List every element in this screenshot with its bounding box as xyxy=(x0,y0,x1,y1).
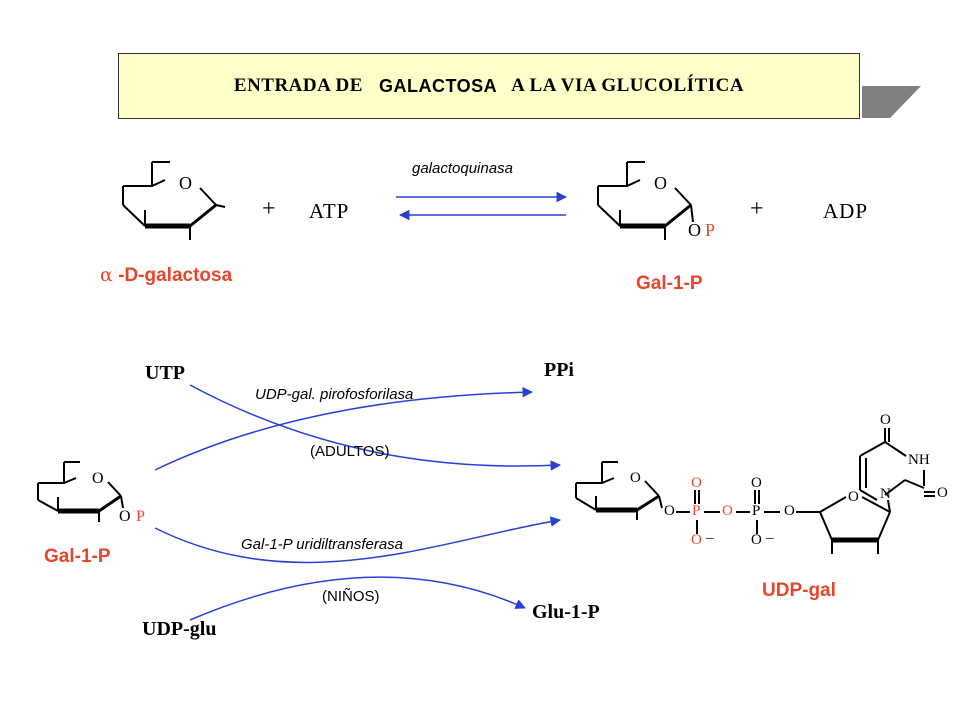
galactose-ring-oxygen: O xyxy=(179,173,192,193)
udpgal-o-minus2: O xyxy=(751,532,762,548)
udpgal-structure xyxy=(575,428,935,554)
ninos-label: (NIÑOS) xyxy=(322,588,380,605)
gal1p-ring-left xyxy=(37,461,124,522)
ppi-label: PPi xyxy=(544,359,574,381)
udp-glu-label: UDP-glu xyxy=(142,618,217,640)
galactosa-text: -D-galactosa xyxy=(112,265,233,286)
udpgal-p2: P xyxy=(752,503,761,519)
gal1p-ring-oxygen: O xyxy=(654,173,667,193)
udpgal-o-right: O xyxy=(937,485,948,501)
enzyme-uridiltransferasa: Gal-1-P uridiltransferasa xyxy=(241,536,404,553)
glu1p-label: Glu-1-P xyxy=(532,601,600,623)
udpgal-o3: O xyxy=(784,503,795,519)
title-part1: ENTRADA DE xyxy=(233,75,363,96)
udpgal-p1: P xyxy=(692,503,701,519)
udpgal-minus2: _ xyxy=(766,525,774,541)
enzyme-pirofosforilasa: UDP-gal. pirofosforilasa xyxy=(255,386,414,403)
udpgal-ring-oxygen: O xyxy=(630,470,641,486)
enzyme-galactoquinasa: galactoquinasa xyxy=(412,160,513,177)
udpgal-nh: NH xyxy=(908,452,930,468)
udpgal-o-top: O xyxy=(880,412,891,428)
plus-sign-1: + xyxy=(262,196,276,222)
gal1p-ring xyxy=(597,161,694,240)
atp-label: ATP xyxy=(309,199,350,223)
gal1p-phosphate-o: O xyxy=(688,220,701,240)
title-highlight: GALACTOSA xyxy=(378,75,498,96)
udpgal-minus1: _ xyxy=(706,525,714,541)
page-title: ENTRADA DE GALACTOSA A LA VIA GLUCOLÍTIC… xyxy=(118,53,860,119)
title-shadow xyxy=(862,86,921,118)
gal1p-left-label: Gal-1-P xyxy=(44,546,111,567)
curve-udpglu-to-product xyxy=(154,516,562,564)
galactose-ring xyxy=(122,161,226,240)
curve-sub-to-ppi xyxy=(154,387,534,471)
udpgal-o1: O xyxy=(664,503,675,519)
gal1p-left-ring-oxygen: O xyxy=(92,470,104,487)
alpha-d-galactosa-label: α -D-galactosa xyxy=(100,264,232,287)
udpgal-o-dbl2: O xyxy=(751,475,762,491)
udpgal-o-dbl1: O xyxy=(691,475,702,491)
udpgal-o-minus1: O xyxy=(691,532,702,548)
gal1p-product-label: Gal-1-P xyxy=(636,273,703,294)
udpgal-o-bridge: O xyxy=(722,503,733,519)
adp-label: ADP xyxy=(823,199,869,223)
udpgal-ribose-oxygen: O xyxy=(848,489,859,505)
adultos-label: (ADULTOS) xyxy=(310,443,390,460)
plus-sign-2: + xyxy=(750,196,764,222)
alpha-symbol: α xyxy=(100,264,113,286)
udpgal-n: N xyxy=(880,486,891,502)
curve-utp-to-product xyxy=(189,384,562,471)
udpgal-label: UDP-gal xyxy=(762,580,836,601)
curve-sub-to-glu1p xyxy=(189,576,526,621)
title-part2: A LA VIA GLUCOLÍTICA xyxy=(511,75,745,96)
utp-label: UTP xyxy=(145,362,185,384)
gal1p-phosphate-p: P xyxy=(705,220,716,240)
gal1p-left-o: O xyxy=(119,508,131,525)
gal1p-left-p: P xyxy=(136,508,145,525)
